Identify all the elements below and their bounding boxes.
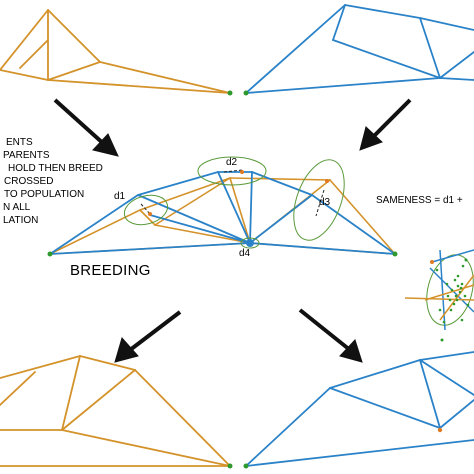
distance-ellipses [123,156,345,249]
child-truss-bottom-left [0,355,231,467]
left-note-line-7: LATION [3,215,39,226]
distance-label-d4: d4 [239,248,251,259]
left-note-line-1: ENTS [6,137,33,148]
left-note-line-6: N ALL [3,202,31,213]
child-truss-bottom-right [245,351,474,467]
center-node [246,239,254,247]
ellipse-d2 [197,156,267,186]
ellipse-d4 [240,237,260,249]
support-node [243,463,249,469]
node-marker [437,427,443,433]
breeding-label: BREEDING [70,262,151,279]
arrow-top-left [53,98,119,157]
support-node [243,90,249,96]
left-note-line-5: TO POPULATION [4,189,85,200]
distance-label-d3: d3 [319,197,331,208]
parent-truss-top-right [245,4,474,94]
sameness-label: SAMENESS = d1 + [376,195,463,206]
crossed-truss-blue [49,171,396,255]
arrow-bottom-right [298,308,363,363]
left-note-line-4: CROSSED [4,176,54,187]
support-node-left [47,251,53,257]
support-node [227,463,233,469]
population-cloud [404,249,474,342]
left-note-line-2: PARENTS [3,150,50,161]
ellipse-d1 [123,194,169,226]
ellipse-d3 [293,159,345,241]
arrow-top-right [359,98,412,151]
distance-lines [140,169,325,217]
node-markers [148,170,329,216]
arrow-bottom-left [114,310,182,363]
parent-truss-top-left [0,9,231,94]
left-note-line-3: HOLD THEN BREED [8,163,103,174]
support-node [227,90,233,96]
distance-label-d1: d1 [114,191,126,202]
support-node-right [392,251,398,257]
crossed-truss-orange [49,177,396,255]
distance-label-d2: d2 [226,157,238,168]
